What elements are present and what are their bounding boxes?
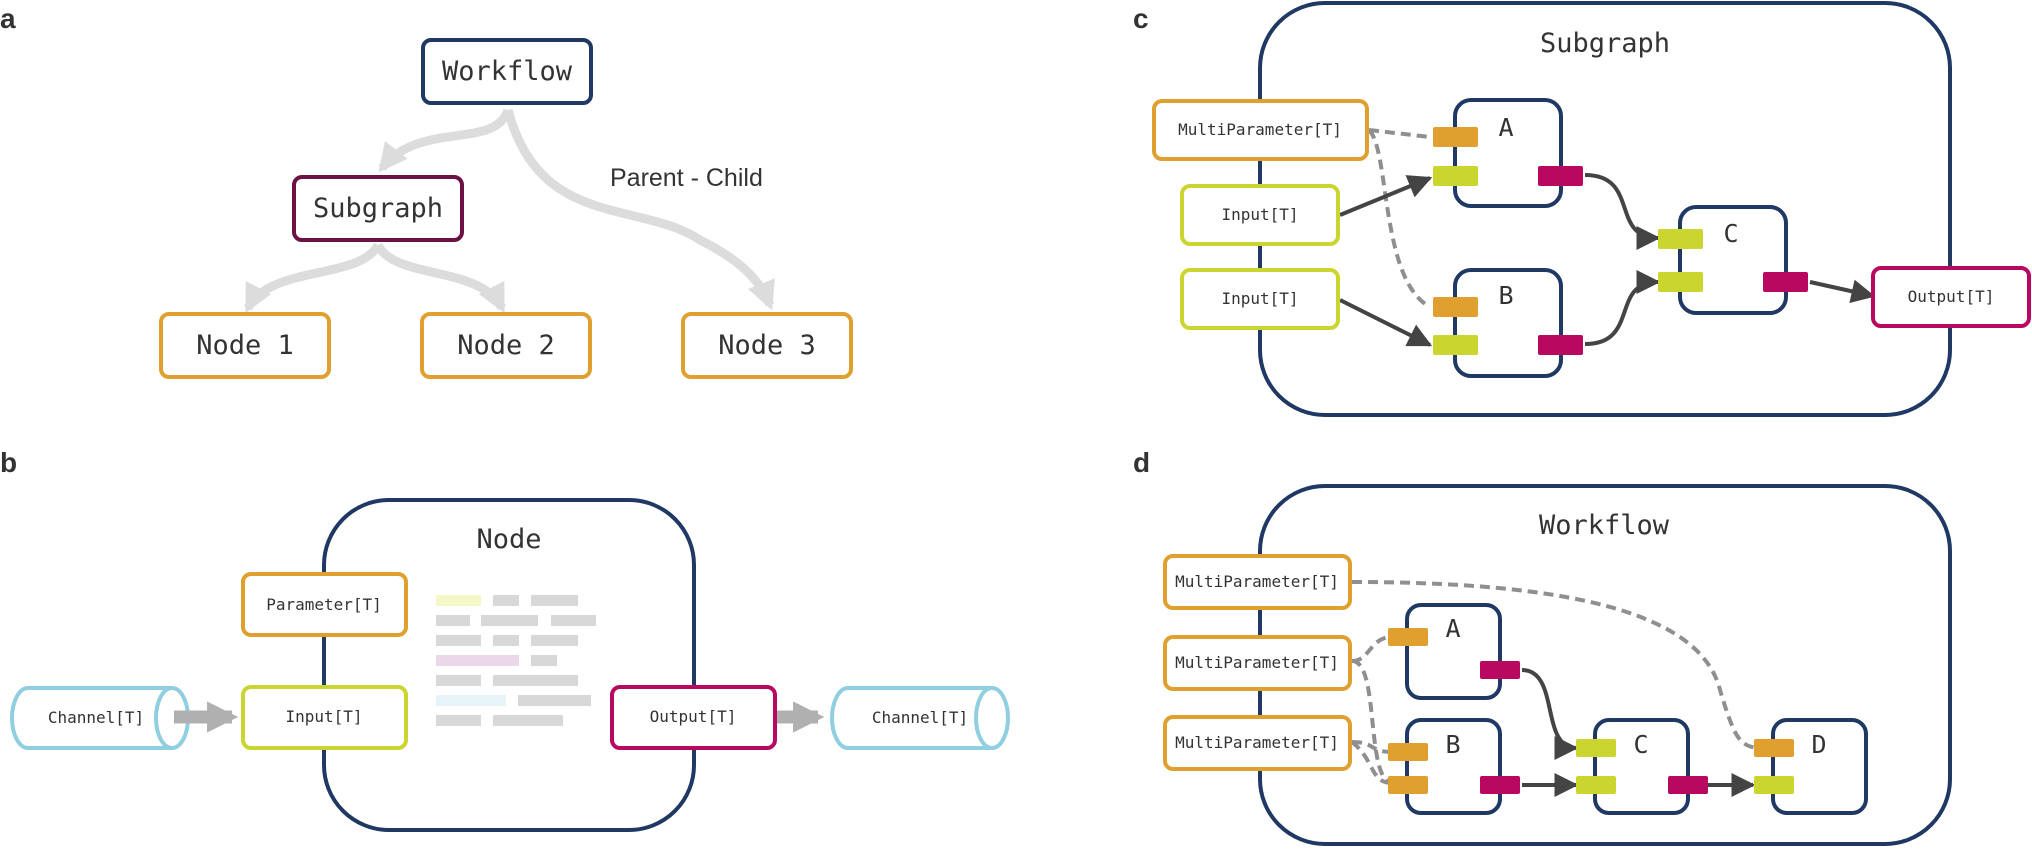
c-output-label: Output[T]	[1908, 287, 1995, 306]
edge-subgraph-node2	[373, 242, 507, 314]
panel-d: d Workflow A B C	[1133, 447, 1952, 846]
channel-in-label: Channel[T]	[48, 708, 144, 727]
c-multiparameter-label: MultiParameter[T]	[1178, 120, 1342, 139]
edge-multiparam-b	[1367, 128, 1432, 309]
d-node-b-param-slot-2	[1388, 776, 1428, 794]
edge-a-c	[1521, 668, 1579, 760]
edge-multiparam-a	[1368, 128, 1431, 139]
panel-letter-a: a	[0, 3, 16, 34]
c-output-port: Output[T]	[1871, 266, 2031, 328]
edge-workflow-node3	[503, 108, 775, 311]
d-node-a-output-slot	[1480, 661, 1520, 679]
subgraph-title: Subgraph	[1540, 28, 1670, 59]
d-node-c: C	[1576, 718, 1708, 815]
d-node-c-input-slot-2	[1576, 776, 1616, 794]
c-node-a-output-slot	[1538, 166, 1583, 186]
d-node-d: D	[1754, 718, 1868, 815]
node-subgraph-label: Subgraph	[313, 193, 443, 224]
edge-mp3-b	[1351, 740, 1393, 754]
edge-c-output	[1809, 279, 1876, 304]
subgraph-container	[1258, 1, 1952, 417]
output-port: Output[T]	[610, 685, 777, 750]
panel-a: a Workflow Subgraph Node 1 Node 2 Node 3	[0, 3, 853, 379]
d-node-d-param-slot	[1754, 739, 1794, 757]
c-node-b: B	[1433, 268, 1583, 378]
d-multiparameter-label-1: MultiParameter[T]	[1175, 572, 1339, 591]
d-node-a: A	[1388, 603, 1520, 700]
d-multiparameter-label-3: MultiParameter[T]	[1175, 733, 1339, 752]
c-node-b-label: B	[1498, 281, 1513, 310]
input-label: Input[T]	[285, 707, 362, 726]
d-node-b-output-slot	[1480, 776, 1520, 794]
c-input-label-1: Input[T]	[1221, 205, 1298, 224]
node-workflow-label: Workflow	[442, 56, 573, 87]
channel-in: Channel[T]	[10, 686, 190, 750]
c-input-label-2: Input[T]	[1221, 289, 1298, 308]
c-node-a-label: A	[1498, 113, 1513, 142]
parameter-port: Parameter[T]	[241, 572, 408, 637]
panel-b: b Node Parameter[T]	[0, 447, 1010, 832]
edge-mp2-b	[1351, 659, 1393, 785]
d-node-c-label: C	[1633, 730, 1648, 759]
node-1: Node 1	[159, 312, 331, 379]
edge-workflow-subgraph	[378, 108, 513, 173]
edge-mp1-d	[1351, 580, 1758, 750]
output-label: Output[T]	[650, 707, 737, 726]
d-node-c-output-slot	[1668, 776, 1708, 794]
node-subgraph: Subgraph	[292, 175, 464, 242]
c-node-c: C	[1658, 205, 1808, 315]
d-multiparameter-label-2: MultiParameter[T]	[1175, 653, 1339, 672]
node-2: Node 2	[420, 312, 592, 379]
node-2-label: Node 2	[457, 330, 555, 361]
parent-child-label: Parent - Child	[610, 164, 763, 192]
edge-mp3-b2	[1350, 740, 1393, 785]
c-node-b-param-slot	[1433, 297, 1478, 317]
c-node-c-output-slot	[1763, 272, 1808, 292]
panel-letter-c: c	[1133, 3, 1149, 34]
edge-a-c	[1584, 173, 1661, 250]
c-input-port-1: Input[T]	[1180, 184, 1340, 246]
c-node-c-label: C	[1723, 219, 1738, 248]
d-multiparameter-port-1: MultiParameter[T]	[1163, 554, 1352, 610]
d-multiparameter-port-3: MultiParameter[T]	[1163, 715, 1352, 771]
node-3: Node 3	[681, 312, 853, 379]
workflow-title: Workflow	[1539, 510, 1670, 541]
parameter-label: Parameter[T]	[266, 595, 382, 614]
hierarchy-edges	[243, 108, 775, 314]
d-multiparameter-port-2: MultiParameter[T]	[1163, 635, 1352, 691]
node-workflow: Workflow	[421, 38, 593, 105]
node-title: Node	[476, 524, 541, 555]
d-node-d-input-slot	[1754, 776, 1794, 794]
d-node-a-label: A	[1445, 614, 1460, 643]
node-1-label: Node 1	[196, 330, 294, 361]
panel-letter-b: b	[0, 447, 17, 478]
c-node-c-input-slot-1	[1658, 229, 1703, 249]
c-node-a-input-slot	[1433, 166, 1478, 186]
channel-out: Channel[T]	[830, 686, 1010, 750]
edge-input1-a	[1339, 175, 1433, 217]
c-multiparameter-port: MultiParameter[T]	[1152, 99, 1369, 161]
c-input-port-2: Input[T]	[1180, 268, 1340, 330]
d-node-a-param-slot	[1388, 628, 1428, 646]
input-port: Input[T]	[241, 685, 408, 750]
d-node-d-label: D	[1811, 730, 1826, 759]
d-node-b-label: B	[1445, 730, 1460, 759]
c-node-a-param-slot	[1433, 127, 1478, 147]
c-node-c-input-slot-2	[1658, 272, 1703, 292]
panel-c: c Subgraph A B C	[1133, 1, 2031, 417]
d-node-b: B	[1388, 718, 1520, 815]
d-node-b-param-slot-1	[1388, 743, 1428, 761]
c-node-a: A	[1433, 98, 1583, 208]
node-3-label: Node 3	[718, 330, 816, 361]
edge-subgraph-node1	[243, 242, 382, 314]
edge-input2-b	[1339, 298, 1433, 347]
d-node-c-input-slot-1	[1576, 739, 1616, 757]
panel-letter-d: d	[1133, 447, 1150, 478]
channel-out-label: Channel[T]	[872, 708, 968, 727]
c-node-b-input-slot	[1433, 335, 1478, 355]
code-lines-icon	[436, 595, 596, 726]
edge-b-c	[1584, 270, 1661, 346]
c-node-b-output-slot	[1538, 335, 1583, 355]
